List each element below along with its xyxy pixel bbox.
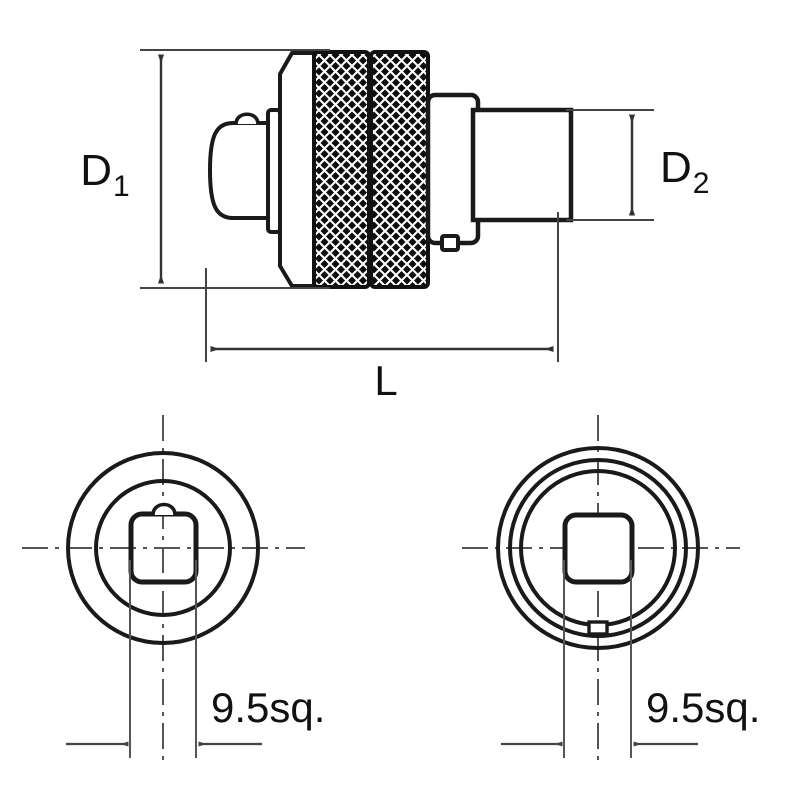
right-sq-label: 9.5sq. (646, 684, 760, 731)
left-end-circular-view: 9.5sq. (22, 415, 325, 760)
right-view-outer-circle (496, 446, 700, 650)
l-label: L (374, 357, 397, 404)
dimension-d2: D2 (566, 109, 709, 221)
right-view-locking-pin-tab (587, 620, 609, 636)
d2-label-subscript: 2 (693, 167, 710, 200)
collar-locking-pin (440, 234, 460, 252)
d1-label: D1 (80, 146, 129, 203)
left-drive-nose (208, 121, 270, 220)
right-view-square-drive (562, 512, 635, 585)
dimension-l: L (205, 212, 559, 404)
d2-label-main: D (660, 143, 692, 192)
side-elevation-view (208, 50, 574, 289)
dimension-d1: D1 (80, 49, 330, 289)
drive-collar (425, 92, 481, 246)
d1-label-subscript: 1 (113, 170, 130, 203)
right-end-circular-view: 9.5sq. (462, 415, 760, 760)
left-view-outer-circle (66, 451, 260, 645)
left-view-detent-arc (151, 502, 177, 516)
detent-ball-bump (234, 112, 260, 125)
d2-label: D2 (660, 143, 709, 200)
left-sq-label: 9.5sq. (211, 684, 325, 731)
square-drive-shank (470, 107, 574, 223)
right-view-middle-circle (508, 458, 688, 638)
d1-label-main: D (80, 146, 112, 195)
left-view-inner-circle (94, 479, 232, 617)
